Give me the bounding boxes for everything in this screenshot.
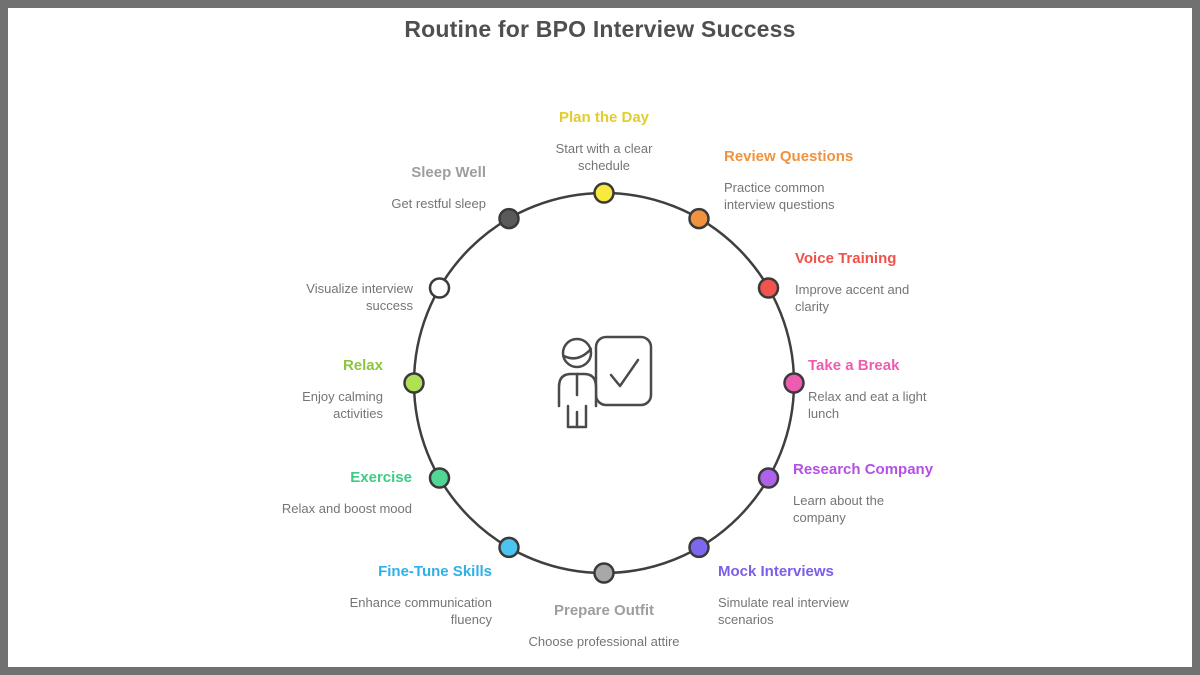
node-exercise: Exercise Relax and boost mood bbox=[282, 468, 412, 517]
node-title: Voice Training bbox=[795, 250, 897, 267]
node-dot-plan-the-day bbox=[593, 182, 615, 204]
node-dot-mock-interviews bbox=[688, 536, 710, 559]
routine-cycle-diagram: Plan the Day Start with a clear schedule… bbox=[8, 8, 1192, 667]
node-dot-take-a-break bbox=[783, 372, 805, 394]
node-title: Sleep Well bbox=[411, 164, 486, 181]
node-description: Simulate real interview scenarios bbox=[718, 595, 849, 627]
node-sleep-well: Sleep Well Get restful sleep bbox=[391, 163, 486, 212]
node-description: Learn about the company bbox=[793, 493, 885, 525]
check-board bbox=[594, 335, 653, 407]
node-title: Review Questions bbox=[724, 148, 854, 165]
node-description: Relax and boost mood bbox=[281, 501, 412, 516]
node-title: Exercise bbox=[350, 469, 412, 486]
node-description: Enhance communication fluency bbox=[349, 595, 492, 627]
node-plan-the-day: Plan the Day Start with a clear schedule bbox=[504, 108, 704, 174]
node-dot-fine-tune-skills bbox=[498, 536, 520, 559]
person-head bbox=[561, 337, 593, 369]
node-title: Prepare Outfit bbox=[553, 602, 655, 619]
node-description: Practice common interview questions bbox=[724, 180, 835, 212]
node-voice-training: Voice Training Improve accent and clarit… bbox=[795, 249, 945, 315]
node-title: Research Company bbox=[793, 461, 934, 478]
routine-circle-graphic bbox=[403, 182, 805, 584]
person-hair bbox=[562, 347, 593, 360]
node-description: Visualize interview success bbox=[306, 281, 413, 313]
node-prepare-outfit: Prepare Outfit Choose professional attir… bbox=[504, 601, 704, 650]
node-research-company: Research Company Learn about the company bbox=[793, 460, 933, 526]
node-dot-voice-training bbox=[757, 277, 780, 299]
node-description: Get restful sleep bbox=[391, 196, 486, 211]
node-title: Relax bbox=[342, 357, 383, 374]
node-fine-tune-skills: Fine-Tune Skills Enhance communication f… bbox=[327, 562, 492, 628]
node-description: Enjoy calming activities bbox=[302, 389, 383, 421]
node-description: Choose professional attire bbox=[528, 634, 680, 649]
node-title: Fine-Tune Skills bbox=[378, 563, 492, 580]
node-dot-research-company bbox=[757, 467, 780, 489]
check-mark-icon bbox=[609, 358, 640, 388]
node-dot-prepare-outfit bbox=[593, 562, 615, 584]
node-dot-sleep-well bbox=[498, 207, 520, 230]
node-title: Plan the Day bbox=[558, 109, 650, 126]
node-take-a-break: Take a Break Relax and eat a light lunch bbox=[808, 356, 948, 422]
node-description: Relax and eat a light lunch bbox=[808, 389, 927, 421]
node-relax: Relax Enjoy calming activities bbox=[278, 356, 383, 422]
node-dot-visualize-success bbox=[428, 277, 451, 299]
node-dot-exercise bbox=[428, 467, 451, 489]
node-title: Mock Interviews bbox=[718, 563, 834, 580]
node-title: Take a Break bbox=[808, 357, 900, 374]
node-review-questions: Review Questions Practice common intervi… bbox=[724, 147, 864, 213]
node-dot-relax bbox=[403, 372, 425, 394]
node-description: Start with a clear schedule bbox=[555, 141, 653, 173]
node-description: Improve accent and clarity bbox=[795, 282, 910, 314]
node-dot-review-questions bbox=[688, 207, 710, 230]
node-mock-interviews: Mock Interviews Simulate real interview … bbox=[718, 562, 868, 628]
routine-circle bbox=[412, 191, 796, 575]
page-title: Routine for BPO Interview Success bbox=[404, 16, 796, 42]
presenter-with-checkboard-icon bbox=[557, 335, 653, 429]
node-visualize-success: Visualize interview success bbox=[278, 280, 413, 314]
